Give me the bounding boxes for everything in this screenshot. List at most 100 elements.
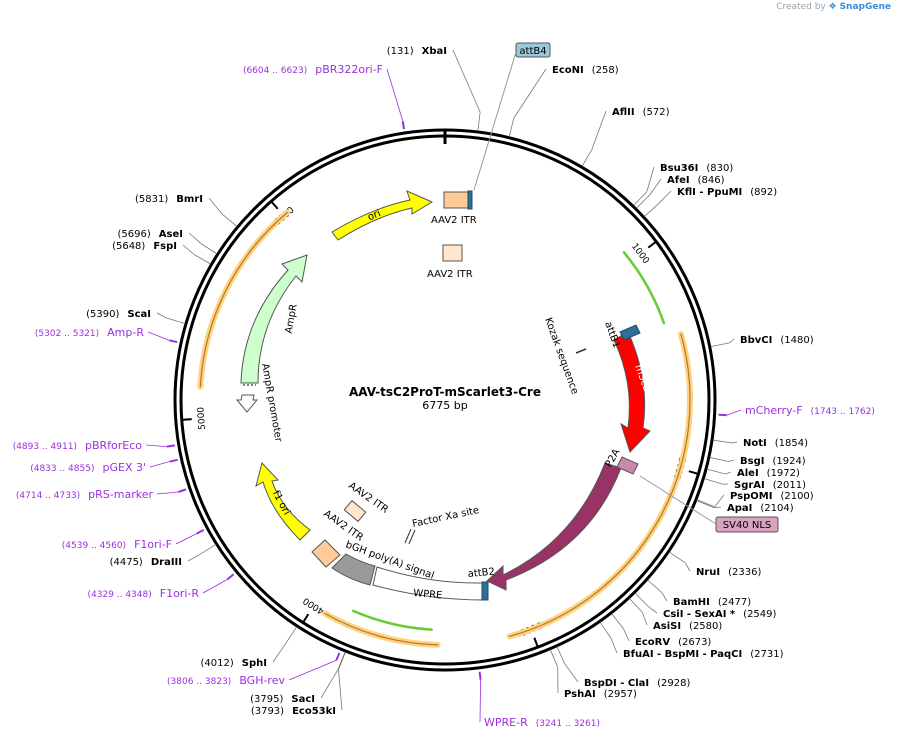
site-tick (549, 649, 559, 668)
aav2-itr-inner-label: AAV2 ITR (427, 269, 473, 280)
primer-label[interactable]: WPRE-R(3241 .. 3261) (484, 716, 600, 729)
site-name: PspOMI (730, 491, 772, 502)
f1-ori-feature[interactable] (255, 461, 311, 541)
restriction-site-label[interactable]: (5648)FspI (112, 241, 177, 252)
primer-label[interactable]: (4714 .. 4733)pRS-marker (16, 488, 154, 501)
primer-leader (156, 491, 179, 495)
aav2-itr-lower-feature[interactable] (311, 539, 341, 568)
site-position: (2549) (743, 609, 776, 620)
primer-label[interactable]: (4893 .. 4911)pBRforEco (13, 439, 143, 452)
site-leader (649, 178, 662, 196)
primer-label[interactable]: (4539 .. 4560)F1ori-F (62, 538, 172, 551)
site-tick (696, 500, 715, 509)
restriction-site-label[interactable]: SgrAI(2011) (734, 480, 806, 491)
primer-label[interactable]: (4833 .. 4855)pGEX 3' (30, 461, 146, 474)
primer-label[interactable]: (6604 .. 6623)pBR322ori-F (243, 63, 383, 76)
mscarlet3-feature[interactable] (613, 331, 651, 453)
site-tick (706, 468, 726, 475)
restriction-site-label[interactable]: (5831)BmrI (135, 194, 203, 205)
site-position: (2957) (604, 689, 637, 700)
restriction-site-label[interactable]: BsgI(1924) (740, 456, 806, 467)
plasmid-name: AAV-tsC2ProT-mScarlet3-Cre (349, 385, 541, 399)
ori-feature[interactable] (331, 190, 434, 241)
restriction-site-label[interactable]: NotI(1854) (743, 438, 808, 449)
site-name: Eco53kI (292, 706, 336, 717)
ampr-promoter-feature[interactable] (235, 394, 259, 413)
restriction-site-label[interactable]: (3793)Eco53kI (251, 706, 336, 717)
restriction-site-label[interactable]: PspOMI(2100) (730, 491, 814, 502)
sv40-nls-leader (639, 475, 717, 525)
snapgene-credit: Created by ❖ SnapGene (776, 2, 891, 12)
site-leader (320, 669, 339, 699)
restriction-site-label[interactable]: CsiI - SexAI *(2549) (663, 609, 777, 620)
restriction-site-label[interactable]: AleI(1972) (737, 468, 800, 479)
tick-mark (688, 470, 699, 475)
attb1-label: attB1 (602, 320, 622, 349)
site-position: (131) (387, 46, 414, 57)
site-tick (647, 579, 663, 593)
site-position: (4475) (110, 557, 143, 568)
restriction-site-label[interactable]: (4475)DraIII (110, 557, 182, 568)
sv40-nls-callout[interactable]: SV40 NLS (715, 516, 779, 533)
site-name: AfeI (667, 175, 690, 186)
restriction-site-label[interactable]: (4012)SphI (201, 658, 267, 669)
site-name: BamHI (673, 597, 710, 608)
restriction-site-label[interactable]: Bsu36I(830) (660, 163, 733, 174)
p2a-feature[interactable] (616, 456, 639, 475)
restriction-site-label[interactable]: BamHI(2477) (673, 597, 751, 608)
restriction-site-label[interactable]: AsiSI(2580) (653, 621, 722, 632)
site-name: ScaI (127, 309, 151, 320)
primer-leader (149, 461, 170, 468)
cre-feature[interactable] (486, 462, 622, 591)
primer-label[interactable]: mCherry-F(1743 .. 1762) (745, 404, 875, 417)
site-name: SgrAI (734, 480, 765, 491)
primer-range: (1743 .. 1762) (811, 407, 875, 417)
site-tick (634, 592, 649, 607)
attb4-callout[interactable]: attB4 (515, 42, 551, 58)
site-position: (892) (750, 187, 777, 198)
attb1-feature[interactable] (619, 324, 641, 341)
bgh-polya-feature[interactable] (331, 553, 376, 586)
restriction-site-label[interactable]: (3795)SacI (250, 694, 315, 705)
primer-label[interactable]: (4329 .. 4348)F1ori-R (87, 587, 199, 600)
site-tick (508, 118, 515, 137)
ampr-feature[interactable] (240, 254, 308, 384)
primer-mark (169, 458, 178, 463)
restriction-site-label[interactable]: PshAI(2957) (564, 689, 637, 700)
primer-name: BGH-rev (239, 674, 285, 687)
restriction-site-label[interactable]: BfuAI - BspMI - PaqCI(2731) (623, 649, 784, 660)
aav2-itr-lower-inner-feature[interactable] (343, 499, 367, 523)
restriction-site-label[interactable]: (5696)AseI (118, 229, 183, 240)
aav2-itr-top-feature[interactable] (443, 191, 470, 209)
aav2-itr-inner-feature[interactable] (442, 244, 463, 262)
site-position: (258) (592, 65, 619, 76)
restriction-site-label[interactable]: AflII(572) (612, 107, 670, 118)
site-leader (182, 244, 195, 255)
restriction-site-label[interactable]: KflI - PpuMI(892) (677, 187, 777, 198)
site-position: (5648) (112, 241, 145, 252)
restriction-site-label[interactable]: ApaI(2104) (727, 503, 794, 514)
attb2-feature[interactable] (481, 581, 489, 601)
site-position: (5831) (135, 194, 168, 205)
primer-label[interactable]: (3806 .. 3823) BGH-rev (167, 674, 285, 687)
site-position: (2580) (689, 621, 722, 632)
site-leader (646, 166, 655, 192)
restriction-site-label[interactable]: EcoRV(2673) (635, 637, 711, 648)
primer-label[interactable]: (5302 .. 5321)Amp-R (35, 326, 144, 339)
site-leader (564, 663, 579, 683)
primer-range: (3806 .. 3823) (167, 677, 231, 687)
site-leader (714, 494, 725, 507)
sv40-nls-callout-label: SV40 NLS (723, 520, 772, 531)
restriction-site-label[interactable]: AfeI(846) (667, 175, 725, 186)
restriction-site-label[interactable]: EcoNI(258) (552, 65, 619, 76)
restriction-site-label[interactable]: BbvCI(1480) (740, 335, 814, 346)
restriction-site-label[interactable]: BspDI - ClaI(2928) (584, 678, 690, 689)
tick-mark (533, 637, 539, 648)
primer-range: (4539 .. 4560) (62, 541, 126, 551)
backbone-outer (173, 128, 717, 672)
restriction-site-label[interactable]: (131)XbaI (387, 46, 447, 57)
restriction-site-label[interactable]: (5390)ScaI (86, 309, 151, 320)
site-position: (5696) (118, 229, 151, 240)
primer-name: pGEX 3' (102, 461, 146, 474)
restriction-site-label[interactable]: NruI(2336) (696, 567, 761, 578)
